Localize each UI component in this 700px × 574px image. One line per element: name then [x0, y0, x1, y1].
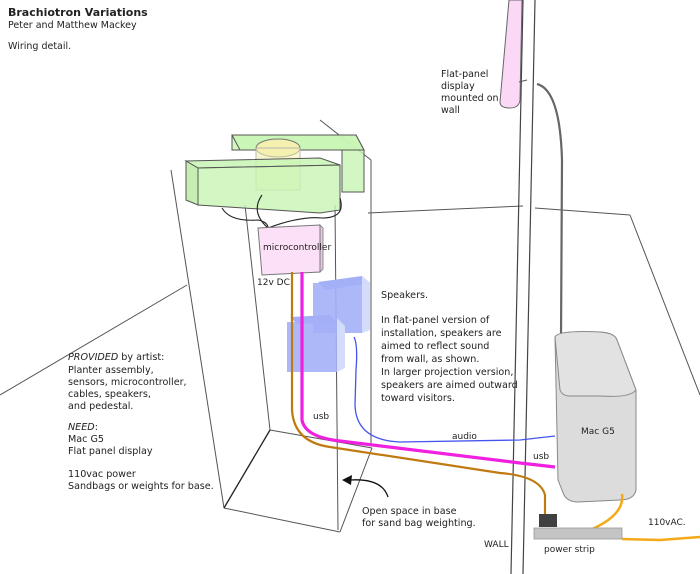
- speaker-upper-side: [362, 276, 370, 333]
- flat-panel-line-2: display: [441, 81, 475, 92]
- sensor-wires: [221, 194, 342, 229]
- mac-label: Mac G5: [581, 427, 615, 437]
- base-back: [269, 429, 373, 449]
- provided-item-3: cables, speakers,: [68, 389, 151, 400]
- requirements-note: PROVIDED by artist: Planter assembly, se…: [68, 352, 214, 492]
- speaker-lower-face: [287, 322, 337, 372]
- power-strip-label: power strip: [544, 545, 595, 555]
- flat-panel-line-4: wall: [441, 105, 460, 116]
- display-mount: [518, 79, 528, 83]
- display-cable: [536, 82, 564, 341]
- provided-heading-suffix: by artist:: [118, 352, 164, 363]
- provided-heading: PROVIDED by artist:: [68, 352, 164, 363]
- speakers: [287, 276, 370, 372]
- speakers-note-line-3: aimed to reflect sound: [381, 341, 489, 352]
- extra-item-2: Sandbags or weights for base.: [68, 481, 214, 492]
- speakers-note: Speakers. In flat-panel version of insta…: [381, 290, 518, 404]
- pedestal-inner-left: [244, 204, 271, 431]
- provided-item-2: sensors, microcontroller,: [68, 377, 187, 388]
- provided-item-1: Planter assembly,: [68, 365, 154, 376]
- ac-cable-wall: [621, 535, 700, 542]
- open-space-arrow: [349, 479, 389, 498]
- need-item-1: Mac G5: [68, 434, 104, 445]
- microcontroller: microcontroller: [257, 224, 331, 276]
- open-space-line-2: for sand bag weighting.: [362, 518, 476, 529]
- need-heading-word: NEED: [68, 422, 95, 433]
- need-item-2: Flat panel display: [68, 446, 153, 457]
- planter-front-box-face: [197, 164, 341, 214]
- wall-line-right: [522, 0, 536, 574]
- usb-cable: [300, 272, 556, 469]
- microcontroller-label: microcontroller: [263, 243, 331, 253]
- dc-label: 12v DC.: [257, 278, 293, 288]
- flat-panel-line-3: mounted on: [441, 93, 499, 104]
- planter-assembly: [184, 134, 365, 214]
- page-title: Brachiotron Variations: [8, 6, 148, 19]
- speakers-note-line-6: speakers are aimed outward: [381, 380, 518, 391]
- sensor-wire-2: [256, 194, 269, 229]
- power-plug: [539, 514, 557, 527]
- provided-heading-word: PROVIDED: [68, 352, 118, 363]
- floor-line-back-right: [534, 207, 631, 216]
- provided-item-4: and pedestal.: [68, 401, 133, 412]
- audio-label: audio: [452, 432, 477, 442]
- flat-panel-label: Flat-panel display mounted on wall: [441, 69, 499, 116]
- ac-cable-mac: [589, 493, 624, 532]
- need-heading: NEED:: [68, 422, 98, 433]
- flat-panel-display: [499, 0, 523, 109]
- base-right: [339, 447, 373, 533]
- speakers-note-line-4: from wall, as shown.: [381, 354, 479, 365]
- open-space-line-1: Open space in base: [362, 506, 457, 517]
- subtitle: Wiring detail.: [8, 41, 71, 52]
- flat-panel-line-1: Flat-panel: [441, 69, 488, 80]
- mac-top: [554, 331, 637, 397]
- sensor-wire-1: [221, 207, 269, 229]
- pedestal-left-edge: [170, 169, 225, 509]
- speakers-note-line-7: toward visitors.: [381, 393, 455, 404]
- ac-label: 110vAC.: [648, 518, 686, 528]
- planter-front-box-front: [185, 160, 199, 206]
- need-heading-suffix: :: [95, 422, 98, 433]
- base-left: [223, 429, 271, 509]
- wall-label: WALL: [484, 540, 509, 550]
- speakers-note-line-2: installation, speakers are: [381, 328, 502, 339]
- authors: Peter and Matthew Mackey: [8, 20, 137, 31]
- power-strip: [533, 527, 623, 540]
- extra-item-1: 110vac power: [68, 469, 136, 480]
- speakers-note-line-5: In larger projection version,: [381, 367, 513, 378]
- floor-line-left: [0, 284, 188, 396]
- wall-line-left: [510, 0, 524, 574]
- floor-line-right: [629, 214, 700, 396]
- usb-label-right: usb: [533, 452, 549, 462]
- speakers-heading: Speakers.: [381, 290, 428, 301]
- room-lines: [0, 205, 700, 396]
- audio-cable: [353, 336, 556, 443]
- microcontroller-box: [257, 224, 321, 276]
- sensor-wire-3: [267, 197, 342, 229]
- speaker-lower-side: [337, 318, 345, 372]
- arrowhead-icon: [342, 475, 352, 485]
- pedestal: [170, 119, 373, 533]
- base-front: [223, 507, 341, 533]
- speakers-note-line-1: In flat-panel version of: [381, 315, 490, 326]
- usb-label-left: usb: [313, 412, 329, 422]
- floor-line-back: [367, 205, 524, 214]
- mac-g5: Mac G5: [554, 331, 637, 503]
- dc-cable: [290, 272, 547, 515]
